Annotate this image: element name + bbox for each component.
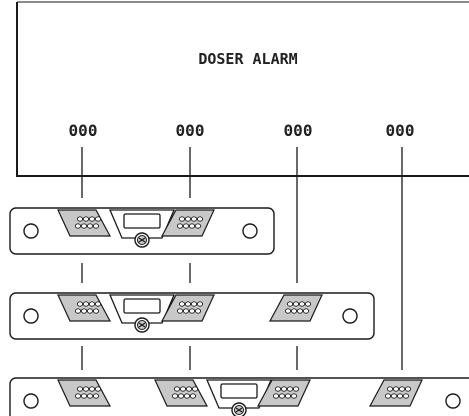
controller-unit-2-channel: [9, 207, 275, 255]
indicator-lamp-icon: [242, 223, 258, 239]
controller-unit-3-channel: [9, 292, 375, 340]
readout-3: 000: [284, 121, 313, 140]
alarm-title: DOSER ALARM: [198, 50, 297, 68]
alarm-display-panel: DOSER ALARM 000 000 000 000: [16, 1, 469, 177]
connector-lines: [81, 147, 403, 370]
indicator-lamp-icon: [342, 308, 358, 324]
readout-1: 000: [69, 121, 98, 140]
readout-2: 000: [176, 121, 205, 140]
indicator-lamp-icon: [23, 223, 39, 239]
indicator-lamp-icon: [445, 393, 461, 409]
indicator-lamp-icon: [23, 393, 39, 409]
readout-4: 000: [386, 121, 415, 140]
controller-unit-4-channel: [9, 377, 469, 416]
indicator-lamp-icon: [23, 308, 39, 324]
